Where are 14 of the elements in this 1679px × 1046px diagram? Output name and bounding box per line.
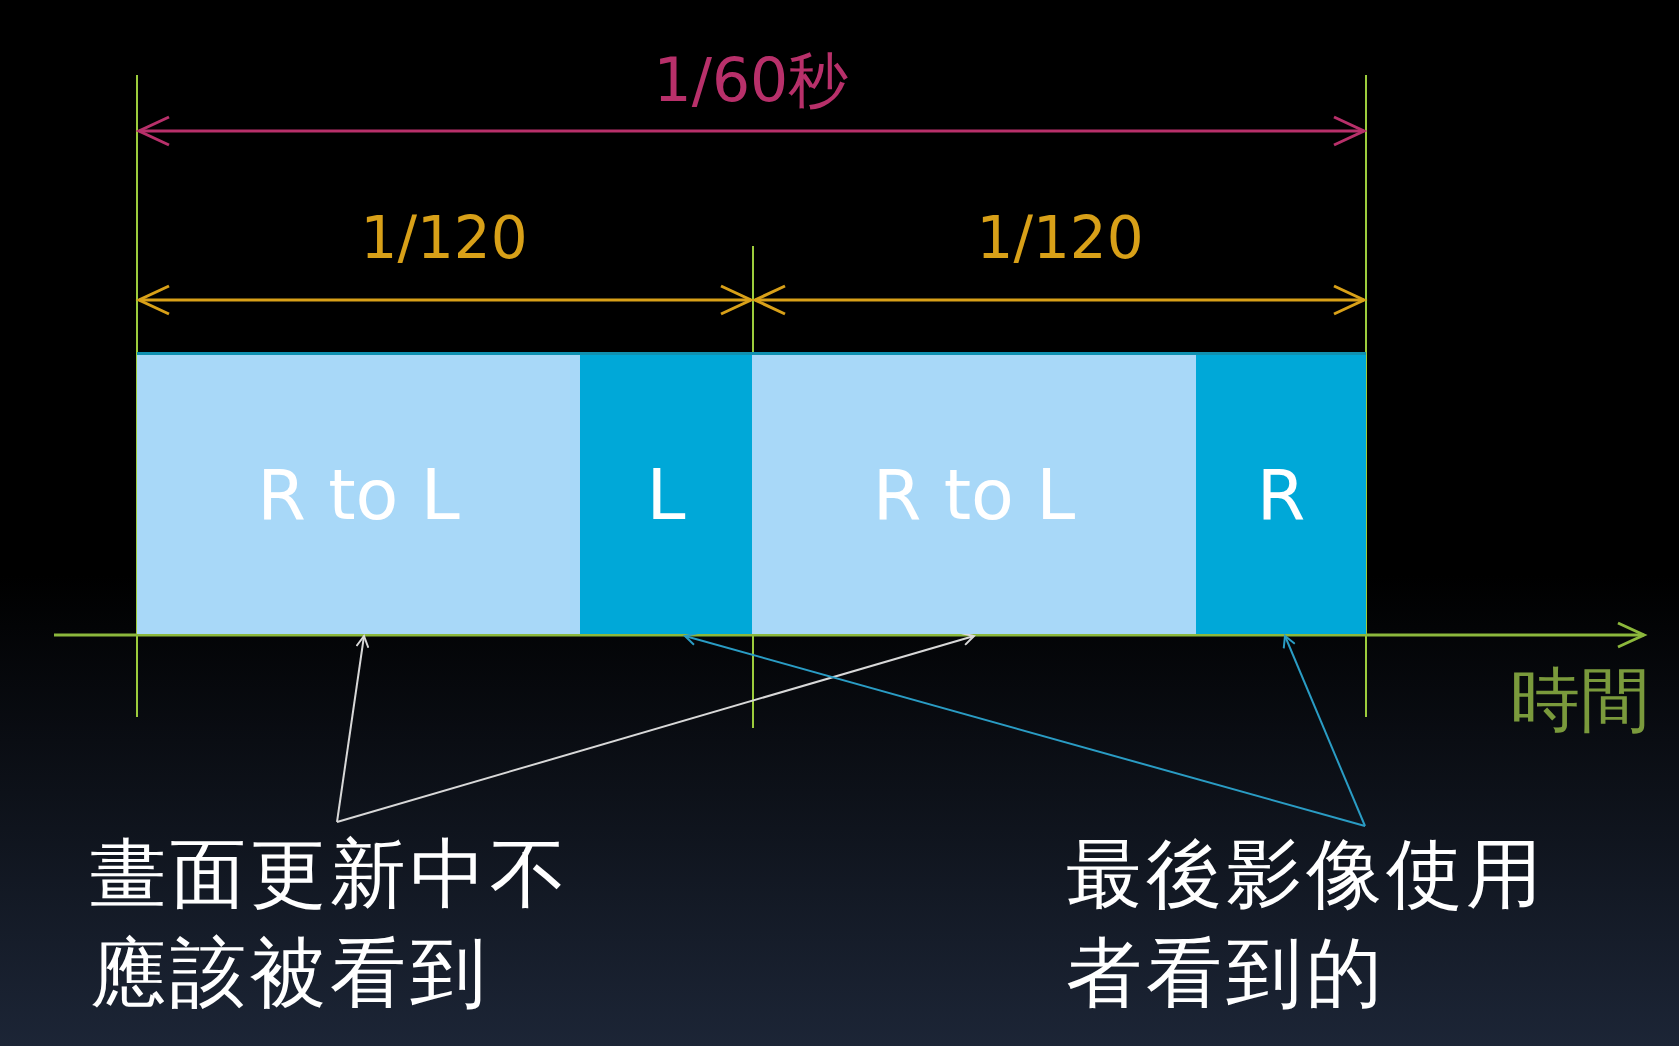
leader-arrow [684,632,1366,827]
leader-arrow [336,632,975,823]
dimension-label: 1/120 [976,209,1144,267]
time-segment-box: R to L [137,355,580,634]
axis-label: 時間 [1510,665,1650,735]
time-segment-box: L [580,355,752,634]
time-segment-box: R to L [752,355,1196,634]
note-text: 畫面更新中不應該被看到 [90,828,571,1019]
leader-arrow [336,635,370,823]
note-text: 最後影像使用者看到的 [1066,828,1547,1019]
dimension-label: 1/120 [360,209,528,267]
dimension-label: 1/60秒 [653,50,849,110]
time-segment-box: R [1196,355,1366,634]
leader-arrow [1282,635,1366,827]
